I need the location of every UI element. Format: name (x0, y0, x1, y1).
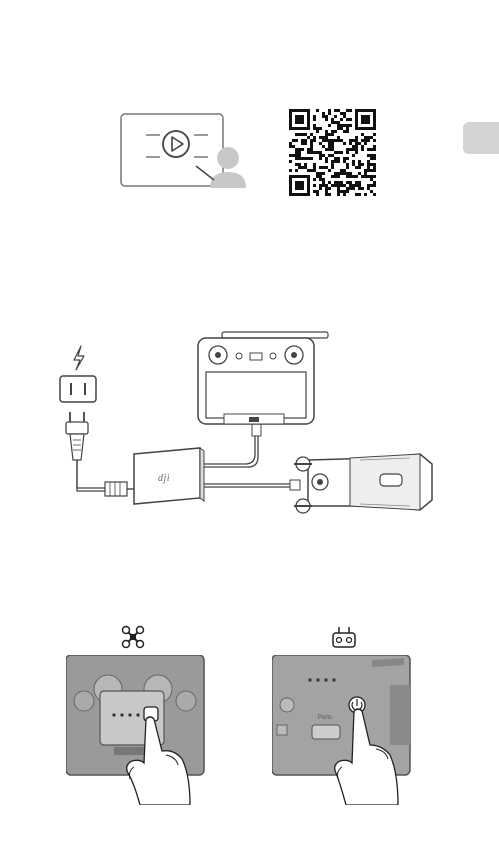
section-tab (463, 122, 499, 154)
power-outlet-icon (60, 376, 96, 402)
qr-code-icon[interactable] (288, 108, 378, 196)
drone-icon (294, 454, 432, 513)
tutorial-video-icon (118, 108, 258, 198)
remote-port-label: Ports (318, 715, 332, 721)
lightning-icon (74, 346, 84, 370)
charger-hub-icon: dji (134, 448, 204, 504)
remote-controller-icon (198, 332, 328, 424)
aircraft-symbol-icon (121, 625, 145, 649)
aircraft-power-illustration (66, 655, 226, 805)
charging-diagram: dji (50, 330, 450, 535)
charger-brand: dji (158, 473, 170, 484)
remote-symbol-icon (332, 627, 356, 649)
remote-power-illustration: Ports (272, 655, 442, 805)
power-plug-icon (66, 412, 88, 460)
